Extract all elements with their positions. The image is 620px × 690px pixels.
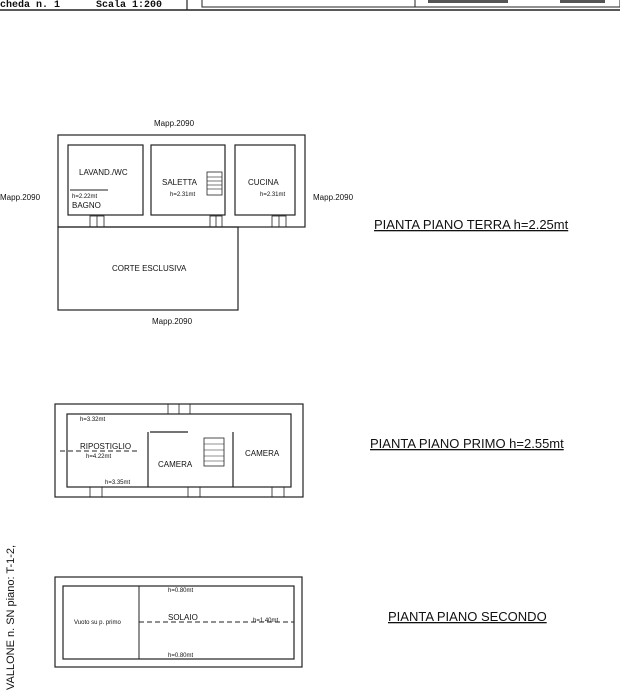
room-ripostiglio: RIPOSTIGLIO bbox=[80, 442, 131, 451]
scale-label: Scala 1:200 bbox=[96, 0, 162, 11]
second-floor-title: PIANTA PIANO SECONDO bbox=[388, 609, 547, 624]
ground-floor-title: PIANTA PIANO TERRA h=2.25mt bbox=[374, 217, 569, 232]
neighbor-left: Mapp.2090 bbox=[0, 193, 41, 202]
room-bagno: BAGNO bbox=[72, 201, 101, 210]
cucina-height: h=2.31mt bbox=[260, 192, 286, 198]
first-floor-title: PIANTA PIANO PRIMO h=2.55mt bbox=[370, 436, 564, 451]
room-corte-esclusiva: CORTE ESCLUSIVA bbox=[112, 264, 187, 273]
second-floor-plan: Vuoto su p. primo h=0.80mt SOLAIO h=1.40… bbox=[54, 576, 303, 668]
saletta-height: h=2.31mt bbox=[170, 192, 196, 198]
room-lavand-wc: LAVAND./WC bbox=[79, 168, 128, 177]
ripostiglio-height-mid: h=4.22mt bbox=[86, 454, 112, 460]
solaio-height-bottom: h=0.80mt bbox=[168, 653, 194, 659]
room-camera-2: CAMERA bbox=[245, 449, 280, 458]
room-cucina: CUCINA bbox=[248, 178, 279, 187]
neighbor-right: Mapp.2090 bbox=[313, 193, 354, 202]
side-note: VALLONE n. SN piano: T-1-2, bbox=[5, 545, 17, 690]
ripostiglio-height-bottom: h=3.35mt bbox=[105, 480, 131, 486]
neighbor-bottom: Mapp.2090 bbox=[152, 317, 193, 326]
first-floor-plan: h=3.32mt RIPOSTIGLIO h=4.22mt h=3.35mt C… bbox=[54, 403, 304, 498]
neighbor-top: Mapp.2090 bbox=[154, 119, 195, 128]
room-saletta: SALETTA bbox=[162, 178, 198, 187]
room-solaio: SOLAIO bbox=[168, 613, 198, 622]
sheet-number: Scheda n. 1 bbox=[0, 0, 60, 11]
ripostiglio-height-top: h=3.32mt bbox=[80, 417, 106, 423]
void-label: Vuoto su p. primo bbox=[74, 620, 121, 626]
solaio-height-mid: h=1.40mt bbox=[253, 618, 279, 624]
bagno-height: h=2.22mt bbox=[72, 194, 98, 200]
ground-floor-plan: Mapp.2090 Mapp.2090 Mapp.2090 Mapp.2090 … bbox=[0, 119, 354, 326]
title-block: Scheda n. 1 Scala 1:200 bbox=[0, 0, 620, 11]
room-camera-1: CAMERA bbox=[158, 460, 193, 469]
solaio-height-top: h=0.80mt bbox=[168, 588, 194, 594]
